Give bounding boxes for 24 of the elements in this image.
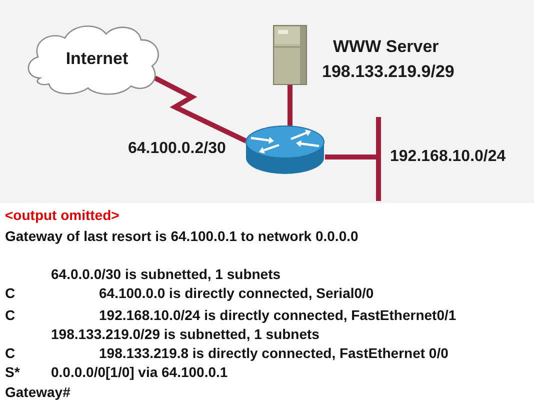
route-code: C [5, 286, 16, 300]
console-output-line: Gateway of last resort is 64.100.0.1 to network 0.0.0.0 [5, 229, 358, 243]
server-icon [273, 25, 307, 85]
cloud-label: Internet [66, 50, 128, 66]
subnet-address: 192.168.10.0/24 [390, 149, 506, 165]
serial-link [154, 76, 248, 144]
console-output-line: 64.100.0.0 is directly connected, Serial0/0 [99, 286, 374, 300]
console-output-line: 198.133.219.8 is directly connected, FastEthernet 0/0 [99, 346, 448, 360]
console-output-line: 0.0.0.0/0[1/0] via 64.100.0.1 [51, 365, 228, 379]
console-output-line: 198.133.219.0/29 is subnetted, 1 subnets [51, 327, 320, 341]
ethernet-link [325, 154, 376, 160]
console-prompt: Gateway# [5, 385, 70, 399]
ip-address: 198.133.219.9/29 [322, 63, 454, 80]
ethernet-link [288, 85, 292, 126]
console-output-line: 64.0.0.0/30 is subnetted, 1 subnets [51, 267, 281, 281]
console-output-line: 192.168.10.0/24 is directly connected, FastEthernet0/1 [99, 308, 456, 322]
route-code: C [5, 308, 16, 322]
ip-address: 64.100.0.2/30 [128, 141, 226, 157]
route-code: C [5, 346, 16, 360]
route-code: S* [5, 365, 20, 379]
lan-segment-bar [376, 117, 381, 201]
output-note: <output omitted> [5, 208, 120, 222]
router-icon [245, 125, 325, 175]
device-name: WWW Server [333, 38, 439, 55]
